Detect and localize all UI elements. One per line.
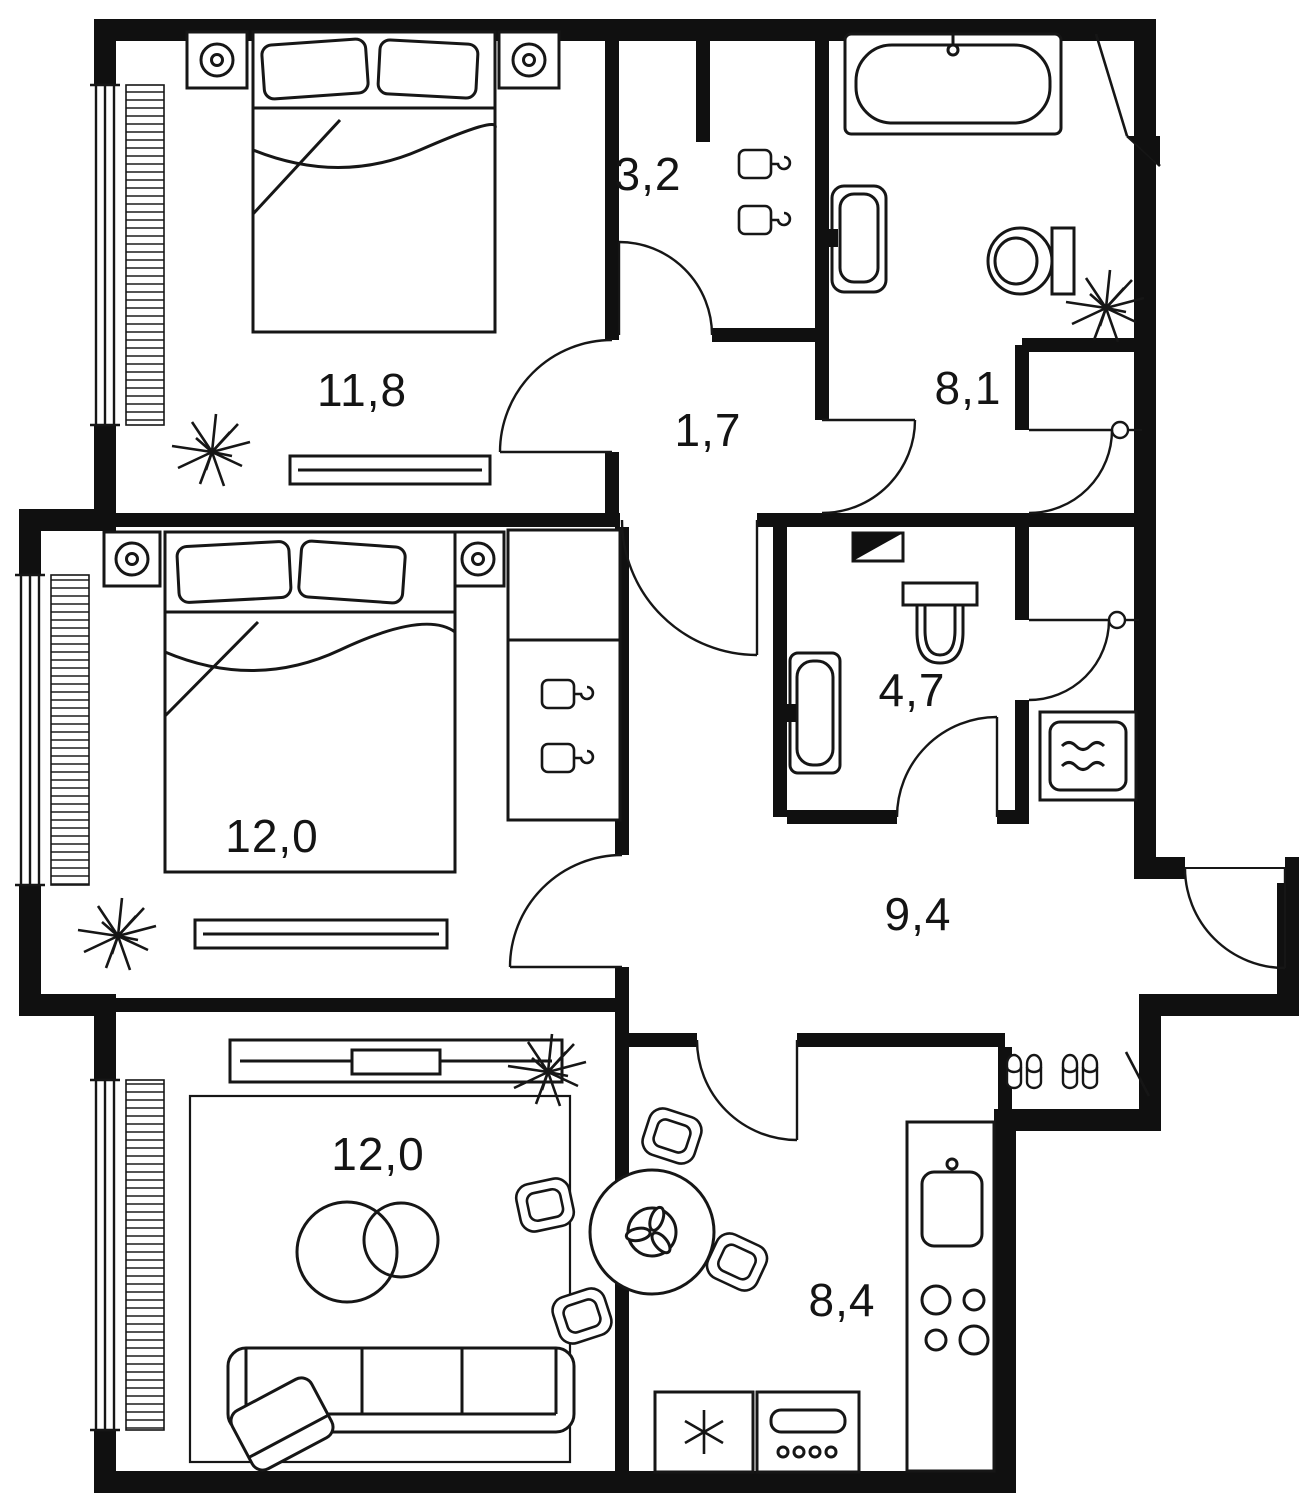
sink-icon xyxy=(829,184,888,294)
toilet-icon xyxy=(986,226,1076,296)
hanger-icon xyxy=(737,204,792,236)
door-arc-bedroom-1 xyxy=(498,338,613,454)
lamp-icon xyxy=(511,42,547,78)
slippers-icon xyxy=(1005,1053,1099,1090)
window-icon xyxy=(15,573,90,887)
room-label-wc: 4,7 xyxy=(879,664,946,716)
window-icon xyxy=(90,1078,165,1432)
door-arc-bathroom xyxy=(821,418,917,515)
door-arc-hallway xyxy=(620,519,759,657)
lamp-icon xyxy=(114,541,150,577)
lamp-icon xyxy=(199,42,235,78)
door-arc-wardrobe xyxy=(617,240,714,336)
vent-marker xyxy=(851,531,905,563)
coffee-table-icon xyxy=(295,1200,440,1304)
room-label-bedroom-2: 12,0 xyxy=(225,810,319,862)
room-label-wardrobe: 3,2 xyxy=(615,148,682,200)
room-label-kitchen: 8,4 xyxy=(809,1274,876,1326)
door-knob-icon xyxy=(1110,420,1130,440)
room-label-hallway: 1,7 xyxy=(675,404,742,456)
dresser xyxy=(193,918,449,950)
window-icon xyxy=(90,83,165,427)
plant-icon xyxy=(170,412,252,488)
chair-icon xyxy=(512,1174,578,1236)
radiator-hatch xyxy=(50,574,90,886)
door-knob-icon xyxy=(1107,610,1127,630)
bed-icon xyxy=(163,530,457,874)
room-label-bedroom-1: 11,8 xyxy=(317,364,407,416)
door-arc-wc xyxy=(895,715,999,818)
radiator-hatch xyxy=(125,1079,165,1431)
bed-icon xyxy=(251,30,497,334)
entrance-door xyxy=(1183,853,1287,970)
door-arc-kitchen xyxy=(695,1039,799,1142)
lamp-icon xyxy=(460,541,496,577)
plant-icon xyxy=(1064,268,1146,344)
rug xyxy=(188,1094,572,1464)
doors xyxy=(498,240,1287,1142)
windows xyxy=(15,83,165,1432)
room-label-living-room: 12,0 xyxy=(331,1128,425,1180)
dining-table-icon xyxy=(588,1168,716,1296)
door-arc-bedroom-2 xyxy=(508,853,623,969)
fridge-icon xyxy=(653,1390,755,1474)
radiator-hatch xyxy=(125,84,165,426)
dresser xyxy=(288,454,492,486)
furniture xyxy=(76,30,1146,1474)
room-label-corridor: 9,4 xyxy=(885,888,952,940)
dishwasher-icon xyxy=(755,1390,861,1474)
hanger-icon xyxy=(737,148,792,180)
wardrobe-closet xyxy=(506,528,622,822)
armchair-icon xyxy=(229,1376,335,1472)
washer-icon xyxy=(1038,710,1138,802)
room-labels: 11,8 3,2 1,7 8,1 12,0 4,7 9,4 12,0 8,4 xyxy=(225,148,1002,1326)
plant-icon xyxy=(76,896,158,972)
bathtub-icon xyxy=(843,32,1063,136)
chair-icon xyxy=(637,1103,707,1169)
tv-console xyxy=(228,1038,564,1084)
door-arc-closet-lower xyxy=(1028,610,1139,702)
chair-icon xyxy=(547,1283,617,1349)
room-label-bathroom: 8,1 xyxy=(935,362,1002,414)
stove-icon xyxy=(920,1284,990,1356)
kitchen-sink-icon xyxy=(920,1157,984,1248)
toilet-icon xyxy=(901,581,979,665)
door-arc-closet-upper xyxy=(1028,420,1142,515)
shaft-marker xyxy=(1094,33,1161,1097)
sink-icon xyxy=(787,651,842,775)
